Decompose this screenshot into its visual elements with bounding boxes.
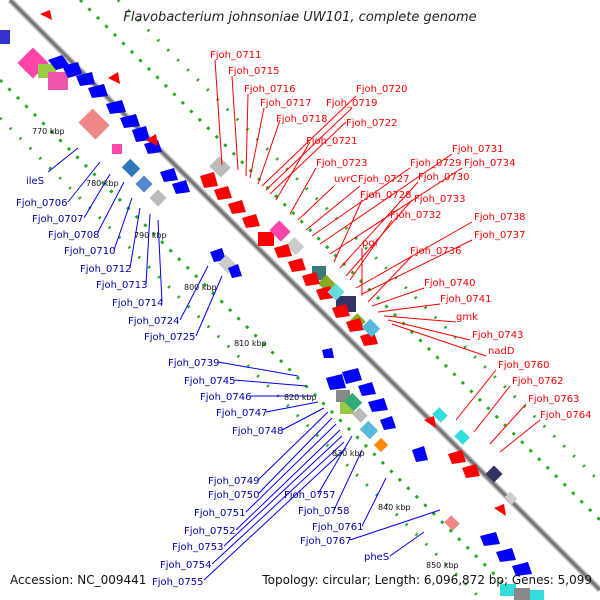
gene-label: Fjoh_0725 — [144, 332, 195, 343]
gene-label: Fjoh_0720 — [356, 84, 407, 95]
gene-label: Fjoh_0763 — [528, 394, 579, 405]
gene-label: Fjoh_0762 — [512, 376, 563, 387]
gene-label: gmk — [456, 312, 478, 323]
gene-label: Fjoh_0713 — [96, 280, 147, 291]
accession-label: Accession: NC_009441 — [10, 573, 147, 587]
gene-label: Fjoh_0721 — [306, 136, 357, 147]
gene-label: Fjoh_0716 — [244, 84, 295, 95]
gene-label: Fjoh_0747 — [216, 408, 267, 419]
reverse-gene-leaders — [47, 147, 441, 581]
gene-label: Fjoh_0706 — [16, 198, 67, 209]
gene-label: Fjoh_0754 — [160, 560, 211, 571]
gene-label: ileS — [26, 176, 44, 187]
gene-label: Fjoh_0749 — [208, 476, 259, 487]
gene-label: Fjoh_0711 — [210, 50, 261, 61]
gene-label: Fjoh_0767 — [300, 536, 351, 547]
gene-label: Fjoh_0741 — [440, 294, 491, 305]
gene-label: Fjoh_0728 — [360, 190, 411, 201]
gene-label: Fjoh_0707 — [32, 214, 83, 225]
genome-title: Flavobacterium johnsoniae UW101, complet… — [123, 10, 477, 25]
gene-label: Fjoh_0753 — [172, 542, 223, 553]
scale-label: 800 kbp — [184, 283, 217, 292]
gene-label: Fjoh_0729 — [410, 158, 461, 169]
scale-labels: 770 kbp 780 kbp 790 kbp 800 kbp 810 kbp … — [32, 127, 459, 570]
gene-label: Fjoh_0719 — [326, 98, 377, 109]
gene-label: Fjoh_0732 — [390, 210, 441, 221]
gene-label: Fjoh_0738 — [474, 212, 525, 223]
gene-label: Fjoh_0730 — [418, 172, 469, 183]
forward-gene-labels: Fjoh_0711 Fjoh_0715 Fjoh_0716 Fjoh_0717 … — [210, 50, 591, 421]
scale-label: 850 kbp — [426, 561, 459, 570]
gene-label: Fjoh_0752 — [184, 526, 235, 537]
gene-label: Fjoh_0737 — [474, 230, 525, 241]
gene-label: Fjoh_0734 — [464, 158, 515, 169]
gene-label: nadD — [488, 346, 515, 357]
reverse-gene-labels: ileS Fjoh_0706 Fjoh_0707 Fjoh_0708 Fjoh_… — [16, 176, 389, 588]
gene-label: Fjoh_0718 — [276, 114, 327, 125]
scale-label: 780 kbp — [86, 179, 119, 188]
gene-label: Fjoh_0750 — [208, 490, 259, 501]
genome-backbone — [7, 0, 600, 593]
gene-label: Fjoh_0764 — [540, 410, 591, 421]
scale-label: 830 kbp — [332, 449, 365, 458]
gene-label: uvrC — [334, 174, 357, 185]
gene-label: Fjoh_0723 — [316, 158, 367, 169]
gene-label: pheS — [364, 552, 389, 563]
gene-label: pgi — [362, 238, 377, 249]
gene-label: Fjoh_0733 — [414, 194, 465, 205]
gene-label: Fjoh_0722 — [346, 118, 397, 129]
scale-label: 790 kbp — [134, 231, 167, 240]
gene-label: Fjoh_0758 — [298, 506, 349, 517]
gene-label: Fjoh_0761 — [312, 522, 363, 533]
scale-label: 770 kbp — [32, 127, 65, 136]
gene-label: Fjoh_0731 — [452, 144, 503, 155]
gene-label: Fjoh_0746 — [200, 392, 251, 403]
forward-gene-leaders — [214, 59, 541, 453]
gene-label: Fjoh_0751 — [194, 508, 245, 519]
gene-label: Fjoh_0714 — [112, 298, 163, 309]
gene-label: Fjoh_0724 — [128, 316, 179, 327]
scale-label: 810 kbp — [234, 339, 267, 348]
gene-label: Fjoh_0727 — [358, 174, 409, 185]
gene-label: Fjoh_0736 — [410, 246, 461, 257]
gene-label: Fjoh_0712 — [80, 264, 131, 275]
gene-label: Fjoh_0739 — [168, 358, 219, 369]
scale-label: 820 kbp — [284, 393, 317, 402]
gene-label: Fjoh_0743 — [472, 330, 523, 341]
gene-label: Fjoh_0748 — [232, 426, 283, 437]
gene-label: Fjoh_0757 — [284, 490, 335, 501]
scale-label: 840 kbp — [378, 503, 411, 512]
gene-label: Fjoh_0708 — [48, 230, 99, 241]
gene-label: Fjoh_0760 — [498, 360, 549, 371]
topology-label: Topology: circular; Length: 6,096,872 bp… — [262, 573, 592, 587]
forward-strand-genes — [40, 10, 544, 600]
gene-label: Fjoh_0745 — [184, 376, 235, 387]
gene-label: Fjoh_0740 — [424, 278, 475, 289]
gene-label: Fjoh_0715 — [228, 66, 279, 77]
gene-label: Fjoh_0717 — [260, 98, 311, 109]
gene-label: Fjoh_0755 — [152, 577, 203, 588]
gene-label: Fjoh_0710 — [64, 246, 115, 257]
